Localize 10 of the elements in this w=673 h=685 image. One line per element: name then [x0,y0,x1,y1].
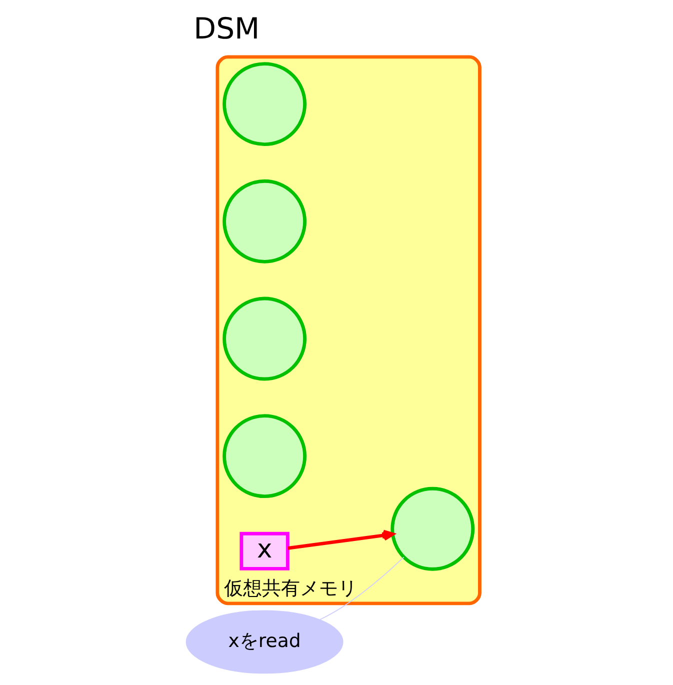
node-box: x [240,532,290,570]
node-circle [222,414,307,498]
node-circle [222,62,307,146]
connector [320,556,404,620]
node-ellipse: xをread [186,610,344,674]
arrow [288,530,394,550]
diagram-title: DSM [194,11,260,46]
node-circle [222,296,307,381]
node-circle [390,486,475,571]
node-circle [222,179,307,264]
